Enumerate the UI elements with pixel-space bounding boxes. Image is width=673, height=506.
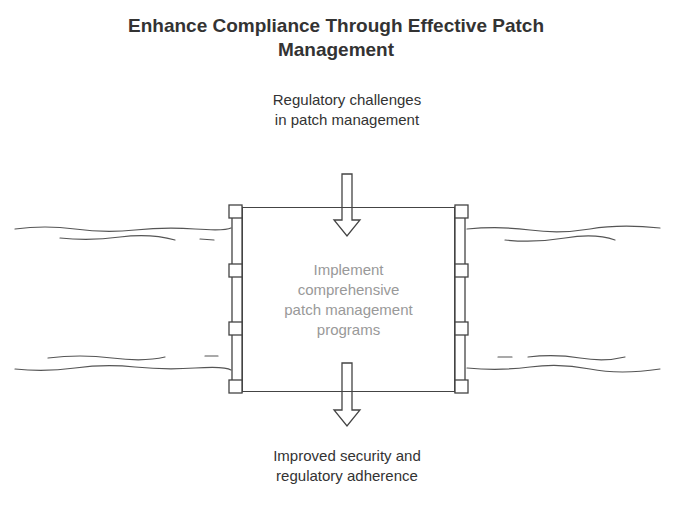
outflow-arrow [334, 363, 360, 426]
pillar-block [229, 322, 242, 335]
pillar-block [229, 380, 242, 393]
pillar-block [229, 205, 242, 218]
inflow-arrow [334, 174, 360, 236]
river-line [467, 365, 660, 372]
pillar-block [229, 264, 242, 277]
box-text: Implement comprehensive patch management… [279, 260, 419, 340]
input-label: Regulatory challenges in patch managemen… [272, 90, 422, 130]
river-line [60, 236, 214, 240]
pillar-block [455, 205, 468, 218]
river-line [15, 227, 231, 231]
dam-pillar [232, 207, 242, 392]
river-line [467, 226, 660, 232]
diagram-title: Enhance Compliance Through Effective Pat… [91, 14, 581, 62]
pillar-block [455, 264, 468, 277]
river-line [498, 356, 625, 360]
process-box: Implement comprehensive patch management… [242, 207, 455, 392]
pillar-block [455, 322, 468, 335]
output-label: Improved security and regulatory adheren… [272, 446, 422, 486]
river-line [48, 356, 218, 360]
pillar-block [455, 380, 468, 393]
dam-pillar [455, 207, 465, 392]
river-line [15, 366, 231, 371]
river-line [505, 236, 615, 241]
